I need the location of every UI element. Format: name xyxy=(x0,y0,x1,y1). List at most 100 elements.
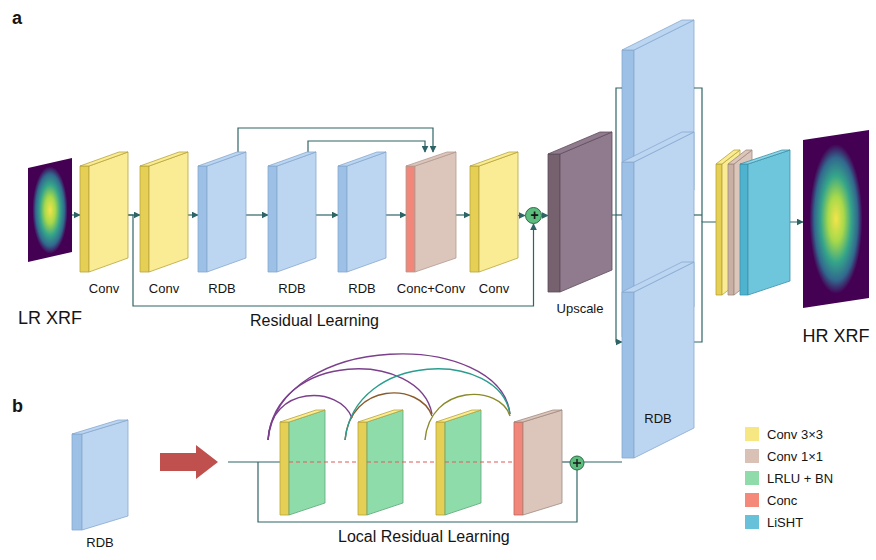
conv-slab xyxy=(716,164,722,295)
layer-shape xyxy=(622,262,694,458)
bn-face xyxy=(289,410,325,515)
layer-face xyxy=(622,292,634,458)
through-wires xyxy=(289,461,514,462)
layer-face xyxy=(80,166,89,272)
layer-block: Conv xyxy=(80,152,128,272)
local-skip-wire xyxy=(258,462,577,522)
layer-face xyxy=(198,152,246,166)
wire xyxy=(562,461,570,462)
conv-face xyxy=(280,422,289,515)
image-ground xyxy=(28,158,72,262)
branch-wires xyxy=(616,88,702,222)
sum-sign: + xyxy=(530,207,538,223)
layer-label: Conc+Conv xyxy=(397,282,465,297)
wire xyxy=(584,461,622,462)
layer-face xyxy=(470,152,518,166)
layer-shape xyxy=(406,152,456,272)
legend-row: LiSHT xyxy=(745,511,833,533)
xrf-image: HR XRF xyxy=(803,130,869,308)
dense-arc xyxy=(268,395,352,440)
layer-face xyxy=(140,152,188,166)
layer-block: RDB xyxy=(72,420,128,530)
layer-face xyxy=(277,152,316,272)
conv-slab xyxy=(722,150,740,295)
legend-swatch xyxy=(745,471,759,485)
layer-block: Conv xyxy=(470,152,518,272)
conv1-slab xyxy=(728,164,734,295)
legend-text: LiSHT xyxy=(767,515,803,530)
layer-face xyxy=(479,152,518,272)
output-stack xyxy=(716,150,790,295)
connector xyxy=(386,214,406,215)
sum-symbol xyxy=(573,459,581,467)
dense-blocks xyxy=(280,410,562,515)
wire xyxy=(445,461,514,462)
dense-arc xyxy=(268,369,432,440)
layer-face xyxy=(406,152,456,166)
xrf-image: LR XRF xyxy=(28,158,72,262)
panel-letter: a xyxy=(12,8,22,29)
connector xyxy=(238,128,433,152)
dense-arc xyxy=(268,354,510,440)
layer-shape xyxy=(198,152,246,272)
xrf-picture xyxy=(28,158,72,262)
connector xyxy=(612,215,622,342)
conv-slab xyxy=(716,150,740,164)
conv-face xyxy=(436,422,445,515)
conv1-slab xyxy=(728,150,752,164)
expand-arrow xyxy=(160,445,218,479)
block-wires xyxy=(228,462,622,522)
wire xyxy=(694,214,702,215)
block-caption: Local Residual Learning xyxy=(338,528,510,546)
layer-face xyxy=(634,262,694,458)
layer-block: RDB xyxy=(622,262,694,458)
layer-label: RDB xyxy=(278,282,305,297)
layer-block: Upscale xyxy=(548,132,612,292)
legend-text: LRLU + BN xyxy=(767,471,833,486)
connector xyxy=(542,215,548,216)
xrf-picture xyxy=(803,130,869,308)
lisht-slab xyxy=(748,150,790,295)
layer-shape xyxy=(72,420,128,530)
layer-shape xyxy=(548,132,612,292)
layer-face xyxy=(72,420,128,434)
layer-face xyxy=(80,152,128,166)
connector-label: Residual Learning xyxy=(250,312,379,330)
layer-block: RDB xyxy=(198,152,246,272)
wire xyxy=(367,461,436,462)
layer-shape xyxy=(470,152,518,272)
layer-face xyxy=(347,152,386,272)
layer-face xyxy=(268,152,316,166)
layer-face xyxy=(406,166,415,272)
wire xyxy=(616,214,622,215)
layer-face xyxy=(548,154,560,292)
image-ground xyxy=(803,130,869,308)
legend-row: LRLU + BN xyxy=(745,467,833,489)
layer-shape xyxy=(80,152,128,272)
conv-face xyxy=(280,410,325,422)
connector xyxy=(308,141,425,152)
layer-face xyxy=(622,262,694,292)
connector xyxy=(72,214,80,215)
layer-label: Upscale xyxy=(557,302,604,317)
layer-shape xyxy=(268,152,316,272)
legend-row: Conv 3×3 xyxy=(745,423,833,445)
layer-shape xyxy=(338,152,386,272)
layer-label: RDB xyxy=(86,536,113,551)
layer-face xyxy=(415,152,456,272)
layer-face xyxy=(82,420,128,530)
conv-face xyxy=(358,410,403,422)
connector xyxy=(316,214,338,215)
conv1-face xyxy=(523,410,562,515)
panel-face xyxy=(622,132,694,162)
conv1-slab xyxy=(734,150,752,295)
legend-text: Conc xyxy=(767,493,797,508)
dense-arc xyxy=(425,394,510,440)
layer-face xyxy=(140,166,149,272)
layer-label: RDB xyxy=(644,412,671,427)
bn-face xyxy=(445,410,481,515)
connector xyxy=(456,214,470,215)
layer-face xyxy=(89,152,128,272)
conv-face xyxy=(436,410,481,422)
